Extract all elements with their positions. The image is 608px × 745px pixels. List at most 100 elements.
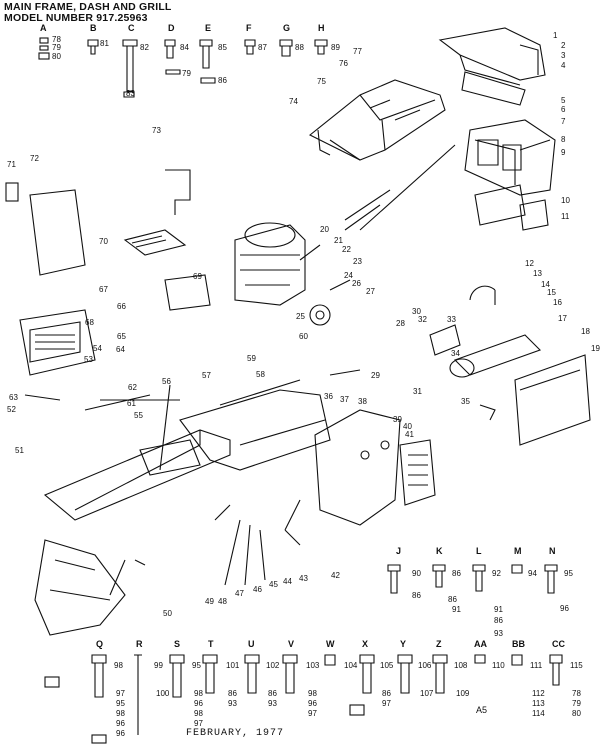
callout-30: 30	[412, 307, 421, 316]
callout-76: 76	[339, 59, 348, 68]
callout-71: 71	[7, 160, 16, 169]
diagram-title-line1: MAIN FRAME, DASH AND GRILL	[4, 1, 172, 13]
hardware-part-number: 95	[564, 569, 573, 578]
callout-35: 35	[461, 397, 470, 406]
callout-43: 43	[299, 574, 308, 583]
callout-56: 56	[162, 377, 171, 386]
callout-60: 60	[299, 332, 308, 341]
hardware-letter-H: H	[318, 23, 325, 33]
callout-3: 3	[561, 51, 566, 60]
hardware-part-number: 96	[116, 719, 125, 728]
hardware-part-number: 78	[52, 35, 61, 44]
hardware-letter-R: R	[136, 639, 143, 649]
hardware-part-number: 110	[492, 661, 505, 670]
callout-65: 65	[117, 332, 126, 341]
callout-69: 69	[193, 272, 202, 281]
hardware-part-number: 98	[308, 689, 317, 698]
hardware-part-number: 102	[266, 661, 280, 670]
callout-31: 31	[413, 387, 422, 396]
callout-58: 58	[256, 370, 265, 379]
hardware-part-number: 106	[418, 661, 432, 670]
hardware-letter-L: L	[476, 546, 482, 556]
callout-64: 64	[116, 345, 125, 354]
hardware-letter-BB: BB	[512, 639, 525, 649]
hardware-letter-X: X	[362, 639, 369, 649]
hardware-part-number: 85	[218, 43, 227, 52]
hardware-part-number: 95	[116, 699, 125, 708]
hardware-part-number: 97	[308, 709, 317, 718]
callout-20: 20	[320, 225, 329, 234]
callout-67: 67	[99, 285, 108, 294]
hardware-letter-J: J	[396, 546, 402, 556]
footer-code: A5	[476, 705, 488, 715]
hardware-part-number: 81	[100, 39, 109, 48]
hardware-part-number: 98	[194, 709, 203, 718]
hardware-part-number: 89	[331, 43, 340, 52]
hardware-part-number: 79	[182, 69, 191, 78]
hardware-letter-M: M	[514, 546, 522, 556]
hardware-part-number: 86	[412, 591, 421, 600]
hardware-letter-A: A	[40, 23, 47, 33]
callout-53: 53	[84, 355, 93, 364]
callout-46: 46	[253, 585, 262, 594]
callout-11: 11	[561, 212, 570, 221]
callout-68: 68	[85, 318, 94, 327]
hardware-part-number: 86	[382, 689, 391, 698]
hardware-part-number: 93	[268, 699, 277, 708]
hardware-part-number: 96	[308, 699, 317, 708]
callout-26: 26	[352, 279, 361, 288]
hardware-part-number: 92	[492, 569, 501, 578]
hardware-letter-Y: Y	[400, 639, 407, 649]
callout-8: 8	[561, 135, 566, 144]
hardware-part-number: 97	[116, 689, 125, 698]
callout-9: 9	[561, 148, 566, 157]
hardware-part-number: 108	[454, 661, 468, 670]
callout-50: 50	[163, 609, 172, 618]
hardware-letter-G: G	[283, 23, 291, 33]
hardware-letter-B: B	[90, 23, 97, 33]
callout-62: 62	[128, 383, 137, 392]
hardware-letter-C: C	[128, 23, 135, 33]
callout-34: 34	[451, 349, 460, 358]
hardware-part-number: 96	[560, 604, 569, 613]
hardware-part-number: 95	[192, 661, 201, 670]
hardware-part-number: 99	[154, 661, 163, 670]
callout-36: 36	[324, 392, 333, 401]
hardware-part-number: 88	[295, 43, 304, 52]
hardware-part-number: 86	[218, 76, 227, 85]
hardware-letter-CC: CC	[552, 639, 565, 649]
hardware-part-number: 100	[156, 689, 170, 698]
callout-15: 15	[547, 288, 556, 297]
callout-2: 2	[561, 41, 566, 50]
callout-6: 6	[561, 105, 566, 114]
hardware-part-number: 86	[452, 569, 461, 578]
callout-42: 42	[331, 571, 340, 580]
callout-18: 18	[581, 327, 590, 336]
hardware-part-number: 79	[572, 699, 581, 708]
hardware-part-number: 98	[194, 689, 203, 698]
hardware-part-number: 80	[572, 709, 581, 718]
hardware-part-number: 93	[494, 629, 503, 638]
hardware-letter-AA: AA	[474, 639, 487, 649]
callout-48: 48	[218, 597, 227, 606]
callout-40: 40	[403, 422, 412, 431]
hardware-letter-K: K	[436, 546, 443, 556]
callout-19: 19	[591, 344, 600, 353]
hardware-part-number: 87	[258, 43, 267, 52]
hardware-part-number: 78	[572, 689, 581, 698]
hardware-part-number: 97	[194, 719, 203, 728]
hardware-part-number: 83	[126, 89, 135, 98]
callout-61: 61	[127, 399, 136, 408]
callout-12: 12	[525, 259, 534, 268]
hardware-part-number: 115	[570, 661, 583, 670]
hardware-part-number: 96	[194, 699, 203, 708]
hardware-letter-S: S	[174, 639, 181, 649]
callout-21: 21	[334, 236, 343, 245]
callout-22: 22	[342, 245, 351, 254]
callout-72: 72	[30, 154, 39, 163]
hardware-part-number: 114	[532, 709, 545, 718]
callout-70: 70	[99, 237, 108, 246]
hardware-letter-Z: Z	[436, 639, 442, 649]
